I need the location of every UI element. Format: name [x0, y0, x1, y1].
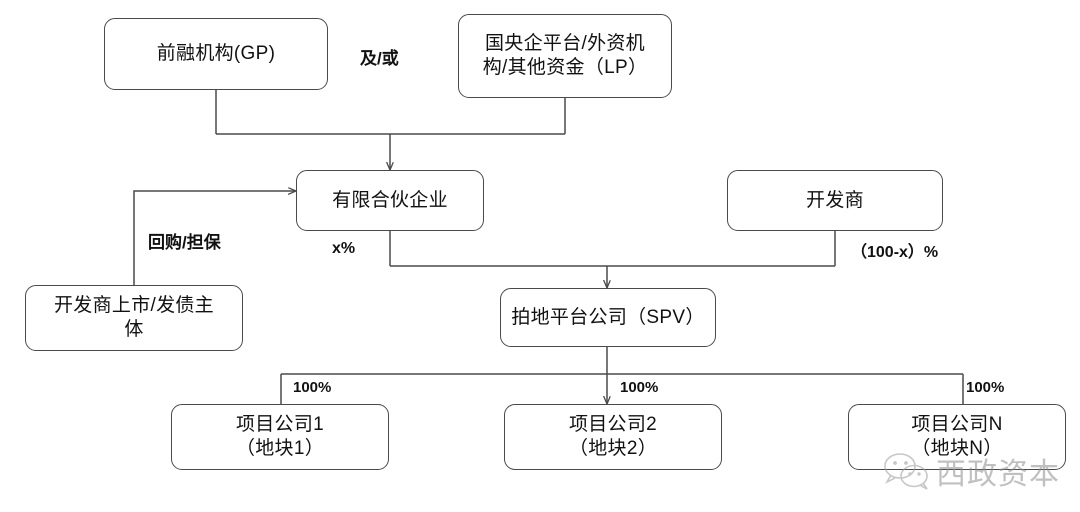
edge-label-x-percent: x%	[332, 240, 356, 257]
node-project-company-n[interactable]: 项目公司N （地块N）	[848, 404, 1066, 470]
node-gp-label: 前融机构(GP)	[156, 43, 276, 65]
node-lp-label-line2: 构/其他资金（LP）	[482, 57, 648, 78]
node-project-company-2[interactable]: 项目公司2 （地块2）	[504, 404, 722, 470]
edge-label-hundred-minus-x-percent: （100-x）%	[851, 244, 939, 261]
node-gp[interactable]: 前融机构(GP)	[104, 18, 328, 90]
edge-label-project-n-percent: 100%	[966, 379, 1005, 396]
edge-label-project-1-percent: 100%	[293, 379, 332, 396]
node-project-company-1[interactable]: 项目公司1 （地块1）	[171, 404, 389, 470]
node-spv-label: 拍地平台公司（SPV）	[511, 306, 705, 328]
node-guarantor[interactable]: 开发商上市/发债主 体	[25, 285, 243, 351]
node-project-company-1-label-line2: （地块1）	[235, 438, 325, 459]
node-developer[interactable]: 开发商	[727, 170, 943, 231]
node-project-company-n-label-line1: 项目公司N	[911, 414, 1003, 436]
node-project-company-2-label-line2: （地块2）	[568, 438, 658, 459]
node-guarantor-label-line2: 体	[124, 319, 144, 340]
node-project-company-2-label-line1: 项目公司2	[568, 414, 658, 436]
node-guarantor-label-line1: 开发商上市/发债主	[54, 295, 214, 317]
node-lp[interactable]: 国央企平台/外资机 构/其他资金（LP）	[458, 14, 672, 98]
node-spv[interactable]: 拍地平台公司（SPV）	[500, 288, 716, 347]
node-lp-label-line1: 国央企平台/外资机	[485, 33, 645, 55]
node-project-company-1-label-line1: 项目公司1	[235, 414, 325, 436]
node-developer-label: 开发商	[806, 189, 864, 211]
edge-label-project-2-percent: 100%	[620, 379, 659, 396]
node-partnership[interactable]: 有限合伙企业	[296, 170, 484, 231]
node-project-company-n-label-line2: （地块N）	[911, 438, 1003, 459]
edge-label-repurchase-guarantee: 回购/担保	[148, 233, 221, 252]
edge-label-and-or: 及/或	[360, 49, 399, 68]
node-partnership-label: 有限合伙企业	[332, 189, 448, 211]
